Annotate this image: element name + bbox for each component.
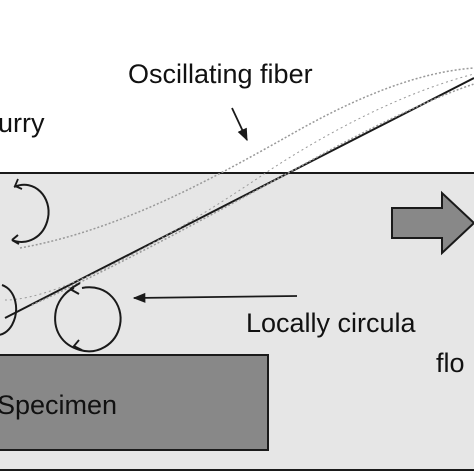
circular-arrow-icon xyxy=(0,284,18,336)
circular-arrow-icon xyxy=(11,178,50,245)
flow-label: flo xyxy=(436,348,465,378)
oscillating-fiber-label: Oscillating fiber xyxy=(128,59,313,89)
fiber-pointer-arrow xyxy=(231,107,248,142)
specimen-block xyxy=(0,354,269,451)
slurry-label: urry xyxy=(0,108,45,138)
fiber-oscillation-path-outer xyxy=(4,73,474,301)
block-arrow-right-icon xyxy=(391,190,474,256)
vortex-pointer-arrow xyxy=(132,292,298,303)
fiber-oscillation-path-lower xyxy=(31,83,474,306)
locally-circulating-label: Locally circula xyxy=(246,308,417,338)
specimen-label: Specimen xyxy=(0,390,117,420)
fiber-oscillation-path-upper xyxy=(19,67,474,249)
circular-arrow-icon xyxy=(54,282,122,353)
